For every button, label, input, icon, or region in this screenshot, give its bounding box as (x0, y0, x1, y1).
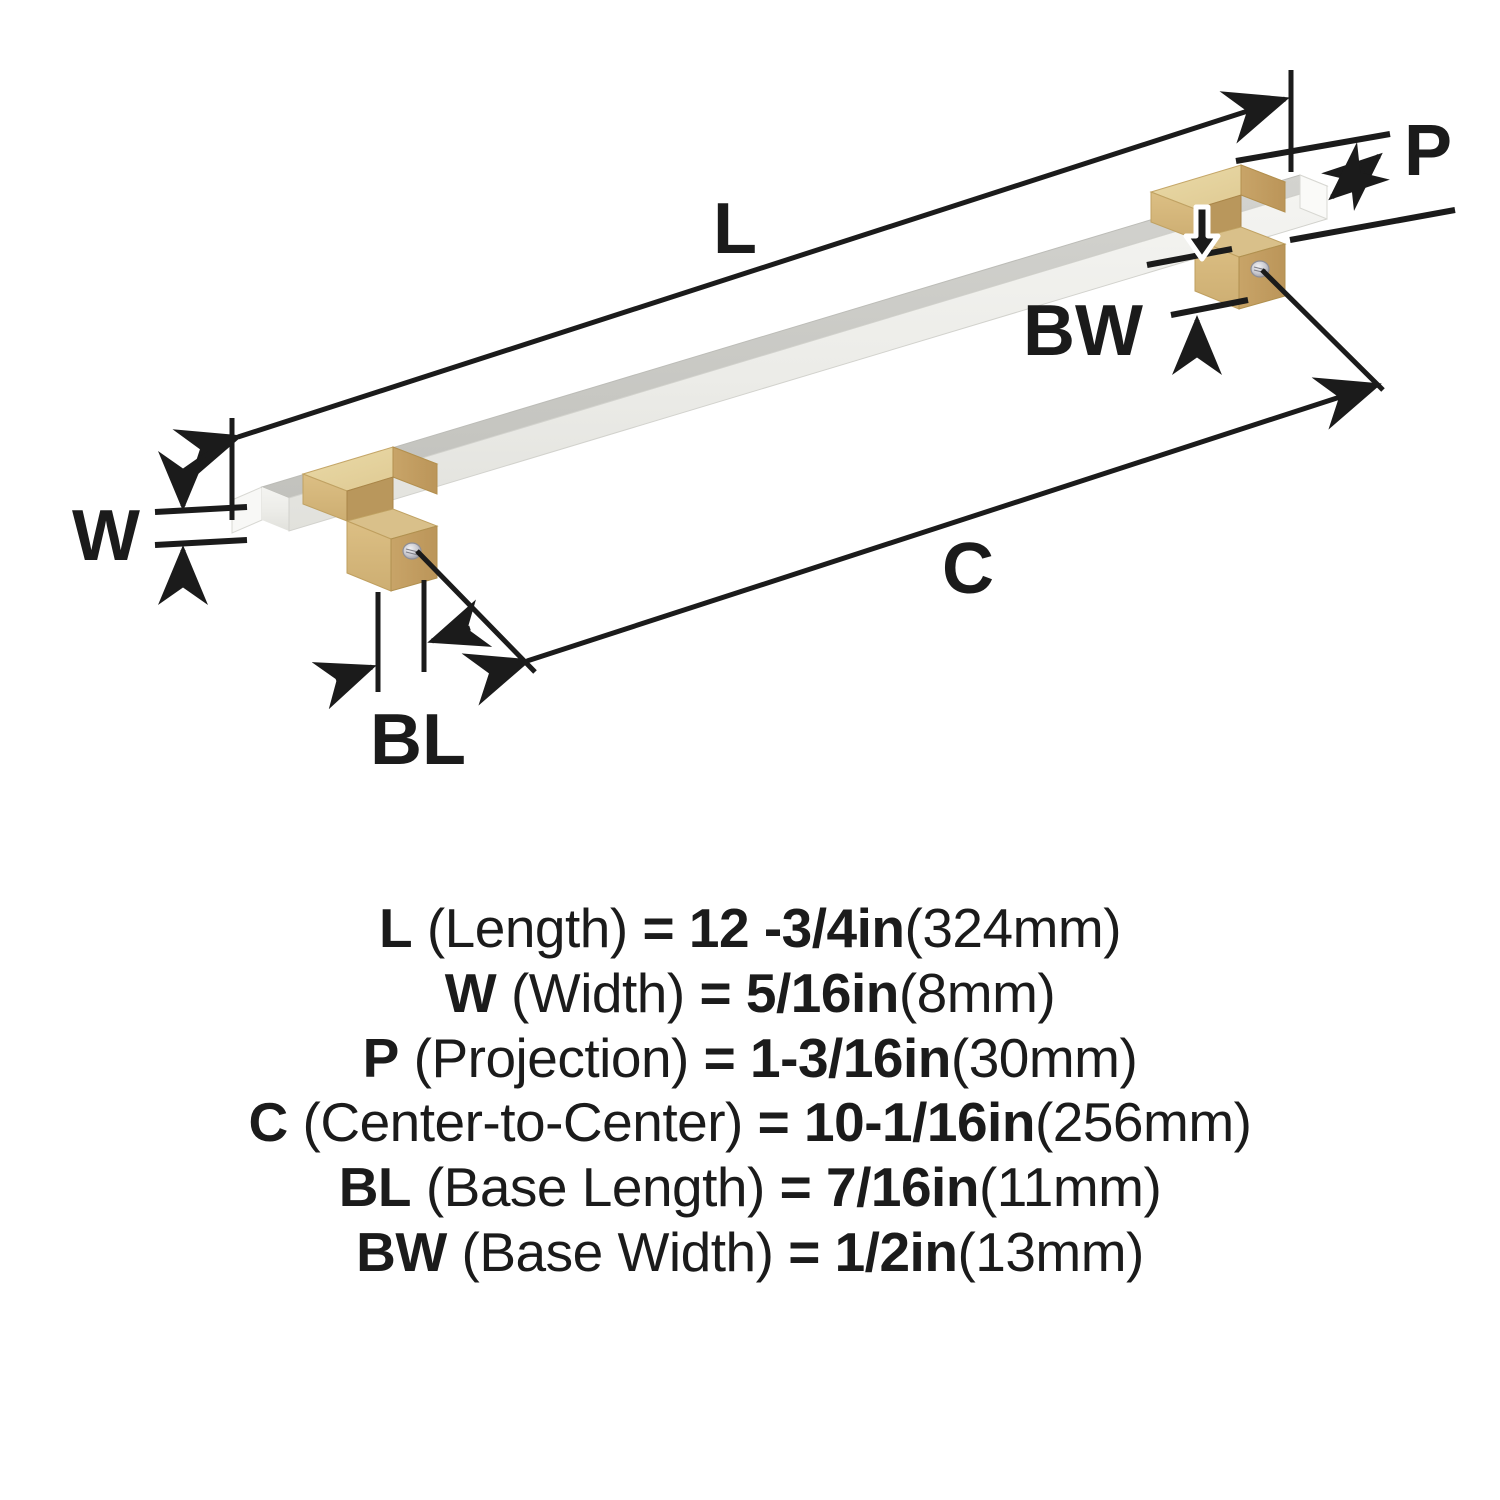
spec-row-projection: P (Projection) = 1-3/16in(30mm) (362, 1026, 1138, 1089)
basewidth-ext-line-top (1146, 246, 1233, 268)
pull-bar (231, 174, 1329, 534)
center-label: C (942, 529, 994, 609)
width-dimension: W (72, 451, 248, 605)
spec-value: 1/2in (834, 1220, 958, 1283)
center-leader-right (1260, 268, 1385, 392)
length-dimension: L (172, 70, 1294, 520)
spec-symbol: BW (356, 1220, 447, 1283)
projection-ext-line-bottom (1289, 207, 1456, 243)
spec-metric: (30mm) (950, 1026, 1138, 1089)
spec-row-width: W (Width) = 5/16in(8mm) (444, 961, 1056, 1024)
left-post-screw-slot (405, 548, 419, 556)
spec-symbol: BL (338, 1156, 412, 1218)
bar-front-left (262, 487, 289, 531)
baselength-label: BL (370, 700, 466, 780)
dimension-spec-list: L (Length) = 12 -3/4in(324mm) W (Width) … (0, 897, 1500, 1283)
spec-equals: = (703, 1026, 736, 1089)
baselength-arrow-left (427, 599, 493, 647)
spec-value: 10-1/16in (804, 1091, 1035, 1154)
spec-equals: = (642, 897, 675, 959)
basewidth-ext-line-bottom (1170, 297, 1249, 318)
spec-name: (Center-to-Center) (302, 1091, 744, 1154)
spec-symbol: C (248, 1091, 289, 1154)
spec-name: (Projection) (413, 1026, 690, 1089)
spec-metric: (11mm) (978, 1156, 1162, 1218)
spec-value: 5/16in (745, 961, 899, 1024)
spec-row-center-to-center: C (Center-to-Center) = 10-1/16in(256mm) (248, 1091, 1252, 1154)
spec-name: (Base Width) (461, 1220, 774, 1283)
spec-equals: = (788, 1220, 820, 1283)
basewidth-arrow-down (1183, 204, 1221, 262)
spec-row-base-width: BW (Base Width) = 1/2in(13mm) (356, 1220, 1144, 1283)
projection-dimension: P (1235, 111, 1456, 243)
spec-value: 12 -3/4in (688, 897, 905, 959)
base-width-dimension: BW (1023, 204, 1249, 375)
bar-front-face (288, 185, 1328, 532)
projection-arrow-down (1328, 142, 1390, 201)
center-dimension-line (461, 377, 1382, 706)
spec-equals: = (779, 1156, 812, 1218)
projection-ext-line-top (1235, 131, 1391, 164)
spec-metric: (324mm) (904, 897, 1122, 959)
baselength-arrow-right (311, 662, 377, 710)
width-ext-line-bottom (154, 537, 248, 548)
spec-row-base-length: BL (Base Length) = 7/16in(11mm) (338, 1156, 1162, 1218)
spec-equals: = (757, 1091, 790, 1154)
bar-right-endcap (1299, 174, 1328, 220)
spec-value: 1-3/16in (750, 1026, 951, 1089)
spec-metric: (256mm) (1034, 1091, 1252, 1154)
spec-name: (Base Length) (425, 1156, 766, 1218)
spec-metric: (8mm) (898, 961, 1056, 1024)
width-label: W (72, 496, 140, 576)
spec-symbol: W (444, 961, 497, 1024)
length-label: L (713, 189, 757, 269)
basewidth-label: BW (1023, 291, 1143, 371)
projection-label: P (1404, 111, 1452, 191)
length-dimension-line (172, 91, 1290, 482)
spec-symbol: L (378, 897, 413, 959)
spec-row-length: L (Length) = 12 -3/4in(324mm) (378, 897, 1122, 959)
diagram-canvas: L W P BW (72, 70, 1456, 780)
product-dimension-diagram: L W P BW (72, 70, 1456, 780)
center-leader-left (415, 549, 537, 674)
spec-value: 7/16in (826, 1156, 979, 1218)
spec-symbol: P (362, 1026, 400, 1089)
spec-metric: (13mm) (957, 1220, 1144, 1283)
center-to-center-dimension: C (415, 268, 1385, 706)
base-length-dimension: BL (311, 580, 493, 780)
spec-name: (Length) (426, 897, 628, 959)
spec-name: (Width) (510, 961, 685, 1024)
spec-equals: = (699, 961, 732, 1024)
